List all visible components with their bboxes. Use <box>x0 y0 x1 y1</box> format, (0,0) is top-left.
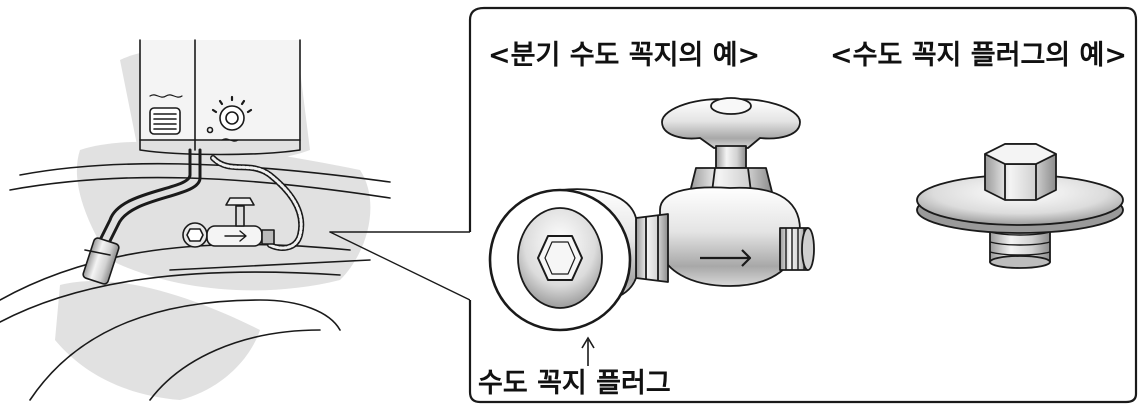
sink-scene <box>0 40 470 400</box>
water-heater-icon <box>140 40 300 155</box>
plug-example-title: <수도 꼭지 플러그의 예> <box>830 40 1127 71</box>
callout-panel: <분기 수도 꼭지의 예> <수도 꼭지 플러그의 예> <box>470 8 1136 402</box>
branch-faucet-title: <분기 수도 꼭지의 예> <box>488 40 760 71</box>
faucet-plug-label: 수도 꼭지 플러그 <box>478 368 671 399</box>
